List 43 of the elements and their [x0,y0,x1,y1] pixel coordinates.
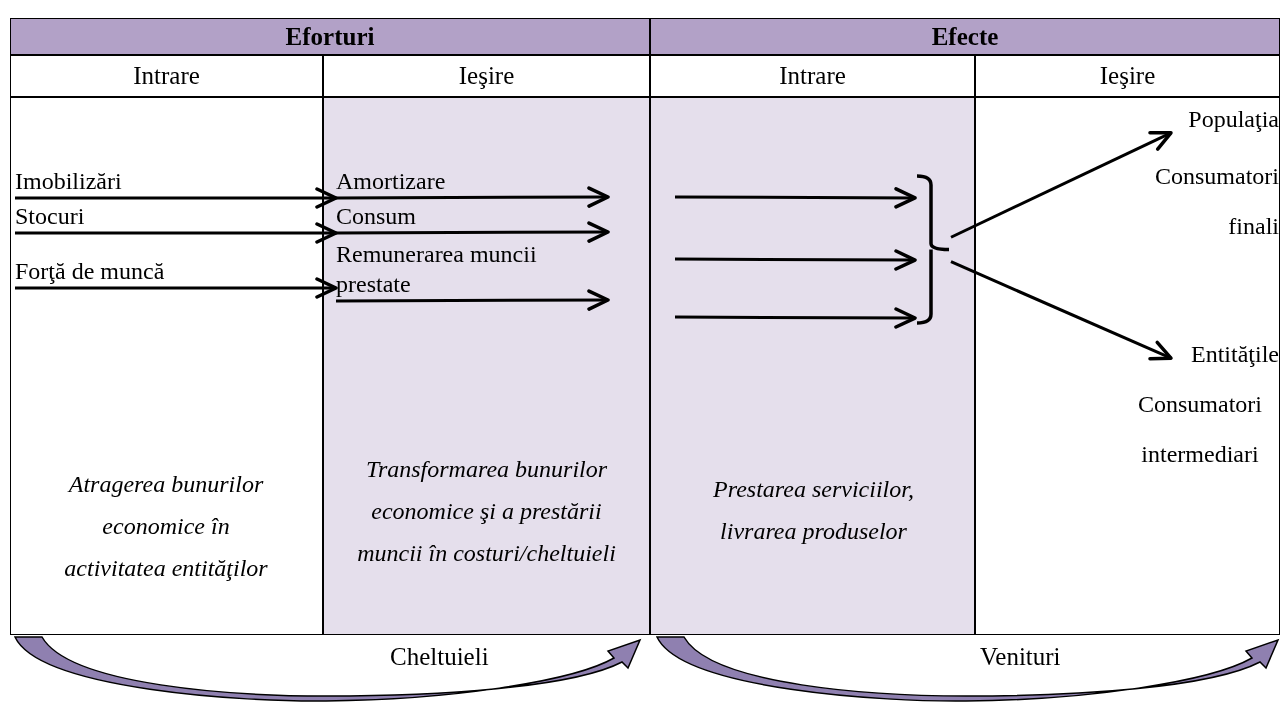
column-header-cell [323,55,650,97]
header-text: Intrare [133,61,200,92]
item-label: Consumatori finali [1121,151,1279,251]
item-label: Imobilizări [15,166,215,198]
item-label: Entităţile [1171,339,1279,371]
header-text: Eforturi [285,21,375,52]
description-text: Transformarea bunurilor economice şi a prestării muncii în costuri/cheltuieli [356,455,617,568]
header-cell [10,18,650,55]
arrow [675,249,917,271]
arrow [336,221,610,243]
item-label: Forţă de muncă [15,256,215,288]
description-text: Prestarea serviciilor, livrarea produselor [712,475,915,546]
bracket-symbol [915,173,951,326]
arrow [950,131,1173,239]
arrow [336,289,610,311]
item-label: Amortizare [336,166,576,198]
flow-label: Venituri [980,642,1061,672]
header-cell [650,18,1280,55]
arrow [15,222,338,244]
item-label: Consumatori intermediari [1121,379,1279,479]
table-cell [650,97,975,635]
table-cell [10,97,323,635]
description-text: Atragerea bunurilor economice în activitatea entităţilor [63,470,269,583]
header-text: Ieşire [458,61,515,92]
arrow [15,187,338,209]
arrow [15,277,338,299]
column-header-cell [650,55,975,97]
column-header-cell [10,55,323,97]
arrow [950,260,1173,361]
table-cell [323,97,650,635]
header-text: Intrare [779,61,846,92]
item-label: Consum [336,201,576,233]
arrow [336,186,610,208]
arrow [675,187,917,209]
item-label: Stocuri [15,201,215,233]
table-cell [975,97,1280,635]
header-text: Ieşire [1099,61,1156,92]
item-label: Populaţia [1171,104,1279,136]
flow-label: Cheltuieli [390,642,489,672]
arrow [675,307,917,329]
item-label: Remunerarea muncii prestate [336,239,576,301]
column-header-cell [975,55,1280,97]
header-text: Efecte [931,21,999,52]
